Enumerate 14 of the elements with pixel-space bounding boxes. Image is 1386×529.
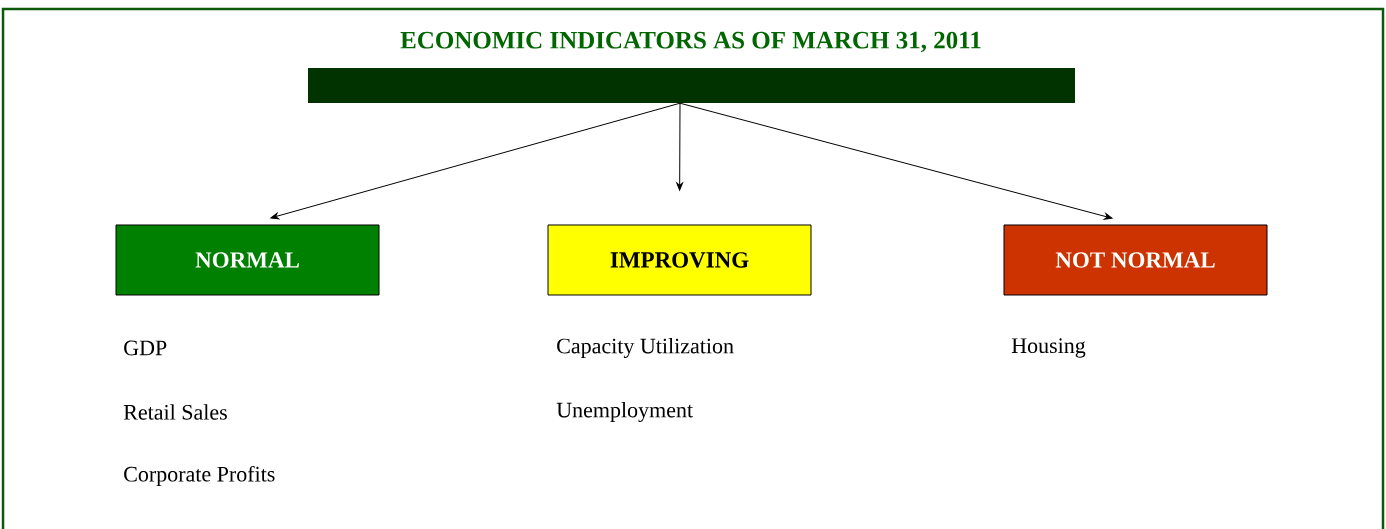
title: ECONOMIC INDICATORS AS OF MARCH 31, 2011 [400, 31, 981, 53]
arrow [679, 102, 1113, 220]
category-box: IMPROVING [547, 224, 812, 296]
category-box: NOT NORMAL [1003, 224, 1268, 296]
indicator-text: GDP [124, 340, 167, 356]
header-bar [308, 68, 1075, 103]
indicator-text: Capacity Utilization [557, 338, 734, 358]
indicator-text: Housing [1011, 338, 1086, 358]
indicator-text: Retail Sales [123, 404, 227, 420]
indicator-text: Unemployment [556, 402, 693, 422]
arrow [270, 102, 681, 220]
indicator-text: Corporate Profits [124, 465, 275, 487]
category-box: NORMAL [115, 224, 380, 296]
arrow [676, 102, 684, 191]
